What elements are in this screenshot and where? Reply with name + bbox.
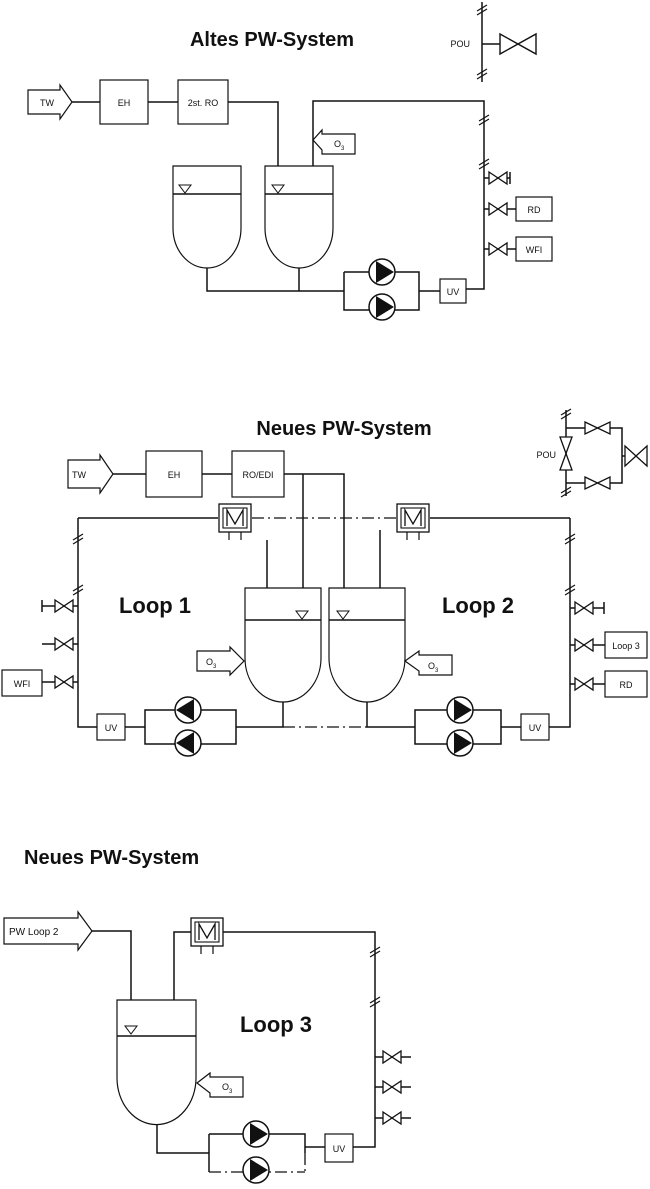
loop3-label: Loop 3 bbox=[240, 1012, 312, 1037]
pump-icon bbox=[446, 729, 474, 757]
loop3-out-label: Loop 3 bbox=[612, 641, 640, 651]
rd-label-2: RD bbox=[620, 680, 633, 690]
eh-label: EH bbox=[118, 98, 131, 108]
pump-icon bbox=[368, 293, 396, 321]
rd-box bbox=[515, 196, 553, 222]
tw-inlet-arrow-2 bbox=[67, 453, 114, 495]
o3-label-loop2: O3 bbox=[428, 661, 439, 674]
valve-icon bbox=[574, 677, 594, 691]
tank-left bbox=[172, 165, 242, 269]
heat-exchanger-icon bbox=[396, 503, 430, 541]
wfi-box-2 bbox=[1, 669, 43, 697]
o3-label-loop1: O3 bbox=[206, 657, 217, 670]
tank-loop1 bbox=[244, 587, 322, 703]
loop3-out-box bbox=[604, 631, 648, 659]
pump-icon bbox=[174, 729, 202, 757]
pump-icon bbox=[242, 1120, 270, 1148]
rd-box-2 bbox=[604, 670, 648, 698]
tw-inlet-arrow bbox=[27, 83, 73, 121]
roedi-label: RO/EDI bbox=[242, 470, 273, 480]
uv-box bbox=[439, 278, 467, 304]
valve-icon bbox=[488, 242, 508, 256]
valve-icon bbox=[54, 675, 74, 689]
pw-loop2-inlet-arrow bbox=[3, 910, 93, 952]
loop1-label: Loop 1 bbox=[119, 593, 191, 618]
pump-icon bbox=[368, 258, 396, 286]
uv-label: UV bbox=[447, 287, 460, 297]
heat-exchanger-icon bbox=[190, 917, 224, 955]
loop3-system-title: Neues PW-System bbox=[24, 847, 199, 869]
tank-right bbox=[264, 165, 334, 269]
wfi-label: WFI bbox=[526, 245, 543, 255]
pw-loop2-inlet-label: PW Loop 2 bbox=[9, 927, 59, 938]
pou-valve-icon-2 bbox=[559, 436, 573, 471]
uv-label-loop1: UV bbox=[105, 723, 118, 733]
loop3-system: Neues PW-System PW Loop 2 O3 Loop 3 UV bbox=[3, 847, 411, 1184]
wfi-label-2: WFI bbox=[14, 679, 31, 689]
valve-icon bbox=[488, 171, 508, 185]
uv-box-loop3 bbox=[324, 1133, 354, 1163]
uv-box-loop1 bbox=[96, 713, 126, 741]
valve-icon bbox=[54, 637, 74, 651]
pou-valve-icon bbox=[499, 32, 537, 56]
valve-icon bbox=[382, 1050, 402, 1064]
ro-label: 2st. RO bbox=[188, 98, 219, 108]
wfi-box bbox=[515, 236, 553, 262]
o3-arrow bbox=[312, 128, 356, 155]
o3-arrow-loop3 bbox=[196, 1071, 244, 1098]
o3-label: O3 bbox=[334, 139, 345, 152]
new-system-title: Neues PW-System bbox=[256, 418, 431, 440]
rd-label: RD bbox=[528, 205, 541, 215]
eh-label-2: EH bbox=[168, 470, 181, 480]
valve-icon bbox=[488, 202, 508, 216]
pump-icon bbox=[446, 696, 474, 724]
uv-label-loop2: UV bbox=[529, 723, 542, 733]
tank-loop3 bbox=[116, 999, 197, 1126]
valve-icon bbox=[382, 1080, 402, 1094]
loop2-label: Loop 2 bbox=[442, 593, 514, 618]
tw-label: TW bbox=[40, 98, 54, 108]
heat-exchanger-icon bbox=[218, 503, 252, 541]
tank-loop2 bbox=[328, 587, 406, 703]
new-system: Neues PW-System TW EH RO/EDI bbox=[1, 408, 648, 757]
tw-label-2: TW bbox=[72, 470, 86, 480]
o3-label-loop3: O3 bbox=[222, 1082, 233, 1095]
valve-icon bbox=[382, 1111, 402, 1125]
o3-arrow-loop1 bbox=[196, 645, 245, 677]
pump-icon bbox=[174, 696, 202, 724]
pou-label-2: POU bbox=[536, 450, 556, 460]
uv-label-loop3: UV bbox=[333, 1144, 346, 1154]
old-system: Altes PW-System TW EH 2st. RO O3 bbox=[27, 2, 553, 321]
o3-arrow-loop2 bbox=[403, 649, 453, 676]
valve-icon bbox=[574, 601, 594, 615]
old-system-title: Altes PW-System bbox=[190, 29, 354, 51]
pou-label: POU bbox=[450, 39, 470, 49]
eh-box bbox=[99, 79, 149, 125]
pump-icon bbox=[242, 1156, 270, 1184]
valve-icon bbox=[574, 638, 594, 652]
valve-icon bbox=[54, 599, 74, 613]
